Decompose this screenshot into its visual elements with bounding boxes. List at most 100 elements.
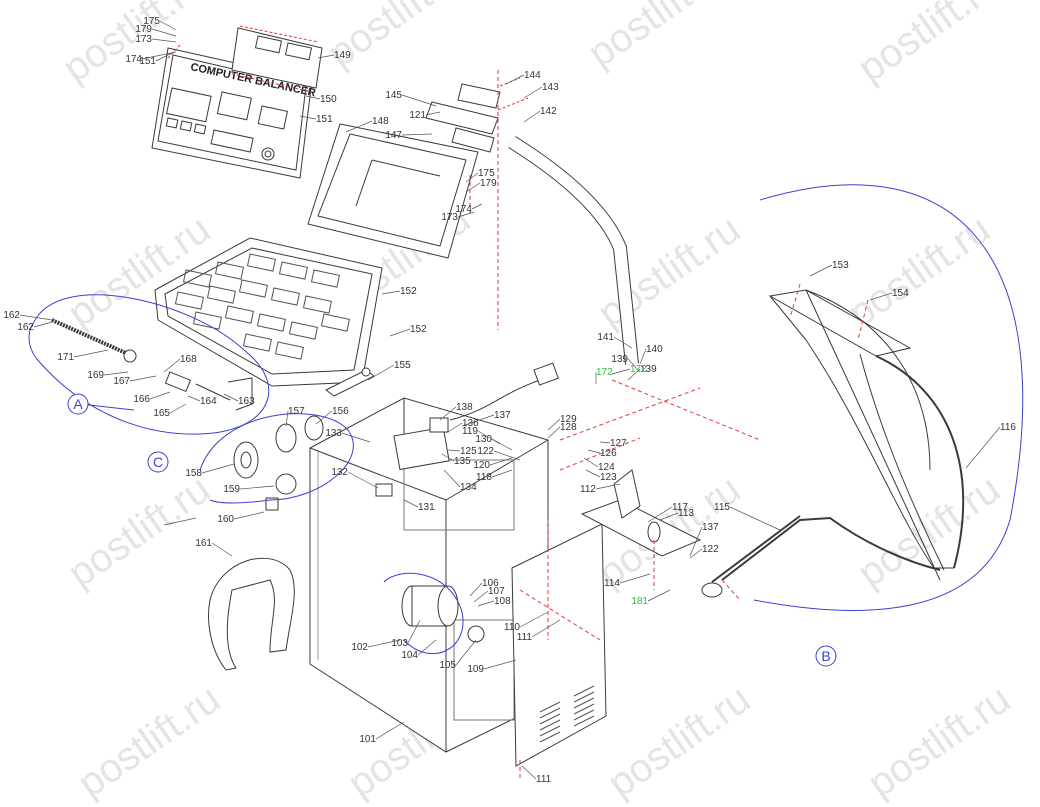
part-number-label: 139 bbox=[640, 364, 657, 375]
part-number-label: 166 bbox=[133, 394, 150, 405]
part-number-label: 172 bbox=[630, 364, 647, 375]
part-number-label: 139 bbox=[611, 354, 628, 365]
part-number-label: 105 bbox=[439, 660, 456, 671]
part-number-label: 148 bbox=[372, 116, 389, 127]
part-number-label: 140 bbox=[646, 344, 663, 355]
leader-line bbox=[425, 111, 441, 116]
leader-line bbox=[155, 51, 175, 62]
part-number-label: 137 bbox=[494, 410, 511, 421]
leader-line bbox=[285, 410, 289, 427]
leader-line bbox=[347, 471, 379, 489]
part-number-label: 104 bbox=[401, 650, 418, 661]
group-label: A bbox=[73, 396, 83, 412]
part-number-label: 154 bbox=[892, 288, 909, 299]
leader-line bbox=[169, 403, 187, 414]
leader-line bbox=[129, 375, 157, 382]
part-number-label: 120 bbox=[473, 460, 490, 471]
part-number-label: 123 bbox=[600, 472, 617, 483]
part-number-label: 117 bbox=[672, 502, 688, 513]
main-cabinet bbox=[309, 397, 549, 753]
leader-line bbox=[381, 290, 401, 295]
part-number-label: 181 bbox=[631, 596, 648, 607]
leader-line bbox=[465, 172, 479, 183]
wheel-hood bbox=[701, 184, 1024, 611]
part-number-label: 160 bbox=[217, 514, 234, 525]
display-board bbox=[167, 25, 323, 93]
part-number-label: 143 bbox=[542, 82, 559, 93]
leader-line bbox=[201, 463, 235, 474]
leader-line bbox=[619, 573, 651, 584]
part-number-label: 158 bbox=[185, 468, 202, 479]
leader-line bbox=[639, 348, 647, 365]
leader-line bbox=[491, 438, 513, 451]
part-number-label: 115 bbox=[714, 502, 730, 513]
part-number-label: 153 bbox=[832, 260, 849, 271]
leader-line bbox=[519, 611, 549, 628]
leader-line bbox=[491, 469, 513, 478]
leader-line bbox=[443, 469, 461, 488]
part-number-label: 162 bbox=[17, 322, 34, 333]
part-number-label: 121 bbox=[409, 110, 426, 121]
leader-line bbox=[647, 506, 673, 523]
group-label: C bbox=[153, 454, 163, 470]
leader-line bbox=[965, 426, 1001, 469]
leader-line bbox=[483, 659, 517, 670]
leader-line bbox=[447, 449, 461, 452]
leader-line bbox=[367, 364, 395, 381]
part-number-label: 149 bbox=[334, 50, 351, 61]
leader-line bbox=[33, 321, 53, 328]
leader-line bbox=[403, 499, 419, 508]
leader-line bbox=[595, 483, 621, 490]
leader-line bbox=[689, 526, 703, 557]
leader-line bbox=[461, 414, 495, 427]
part-number-label: 122 bbox=[702, 544, 719, 555]
hood-tube bbox=[508, 136, 639, 365]
assembly-axes bbox=[469, 70, 869, 780]
part-number-label: 175 bbox=[143, 16, 160, 27]
leader-line bbox=[523, 86, 543, 99]
part-number-label: 101 bbox=[359, 734, 376, 745]
part-number-label: 114 bbox=[604, 578, 620, 589]
leader-line bbox=[239, 485, 275, 490]
leader-line bbox=[469, 582, 483, 597]
leader-line bbox=[647, 589, 671, 602]
leader-line bbox=[407, 619, 421, 644]
leader-line bbox=[505, 74, 525, 85]
leader-line bbox=[659, 512, 679, 521]
part-number-label: 179 bbox=[135, 24, 152, 35]
leader-line bbox=[587, 449, 601, 454]
part-number-label: 138 bbox=[456, 402, 473, 413]
top-cover-box bbox=[307, 123, 479, 259]
hood-shaft bbox=[580, 469, 702, 557]
leader-line bbox=[401, 94, 437, 107]
part-number-label: 136 bbox=[462, 418, 479, 429]
leader-line bbox=[477, 430, 501, 445]
group-marker bbox=[67, 393, 89, 415]
part-number-label: 147 bbox=[385, 130, 402, 141]
leader-line bbox=[345, 120, 373, 133]
leader-line bbox=[547, 418, 561, 431]
part-number-label: 131 bbox=[418, 502, 435, 513]
part-number-label: 152 bbox=[410, 324, 427, 335]
leader-line bbox=[869, 292, 893, 301]
leader-line bbox=[627, 358, 641, 373]
leader-line bbox=[417, 639, 437, 656]
side-panel bbox=[511, 523, 607, 767]
leader-line bbox=[305, 95, 321, 100]
part-number-label: 157 bbox=[288, 406, 305, 417]
part-number-label: 112 bbox=[580, 484, 596, 495]
leader-line bbox=[457, 211, 475, 218]
part-number-label: 179 bbox=[480, 178, 497, 189]
leader-line bbox=[367, 639, 401, 648]
group-marker bbox=[815, 645, 837, 667]
part-number-label: 165 bbox=[153, 408, 170, 419]
leader-line bbox=[223, 393, 239, 402]
part-number-label: 119 bbox=[462, 426, 478, 437]
part-number-label: 151 bbox=[139, 56, 156, 67]
leader-line bbox=[471, 203, 483, 210]
part-number-label: 124 bbox=[598, 462, 615, 473]
part-number-label: 159 bbox=[223, 484, 240, 495]
